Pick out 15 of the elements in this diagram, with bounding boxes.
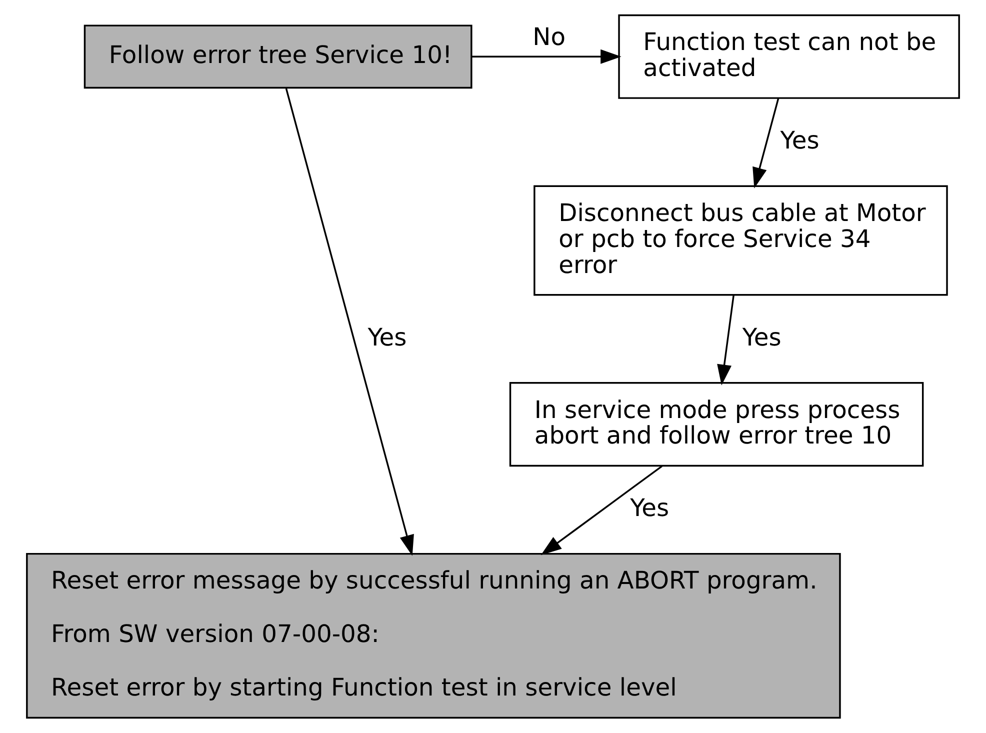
- arrow: [540, 465, 662, 556]
- node-box: Reset error message by successful running an ABORT program. From SW version 07-00-08: Reset error by starting Function test in service level: [26, 552, 841, 719]
- arrow: [472, 49, 622, 64]
- edge-label: Yes: [742, 323, 782, 352]
- node-box: Follow error tree Service 10!: [84, 24, 472, 89]
- edge-label: Yes: [630, 494, 670, 522]
- edge-label: No: [532, 22, 566, 51]
- edge-label: Yes: [368, 323, 407, 352]
- edge-label: Yes: [780, 126, 820, 154]
- arrow: [752, 98, 780, 188]
- node-box: Disconnect bus cable at Motor or pcb to force Service 34 error: [534, 185, 948, 296]
- arrow: [285, 88, 414, 556]
- node-box: Function test can not be activated: [618, 14, 960, 99]
- arrow: [717, 294, 735, 386]
- node-box: In service mode press process abort and follow error tree 10: [509, 382, 924, 467]
